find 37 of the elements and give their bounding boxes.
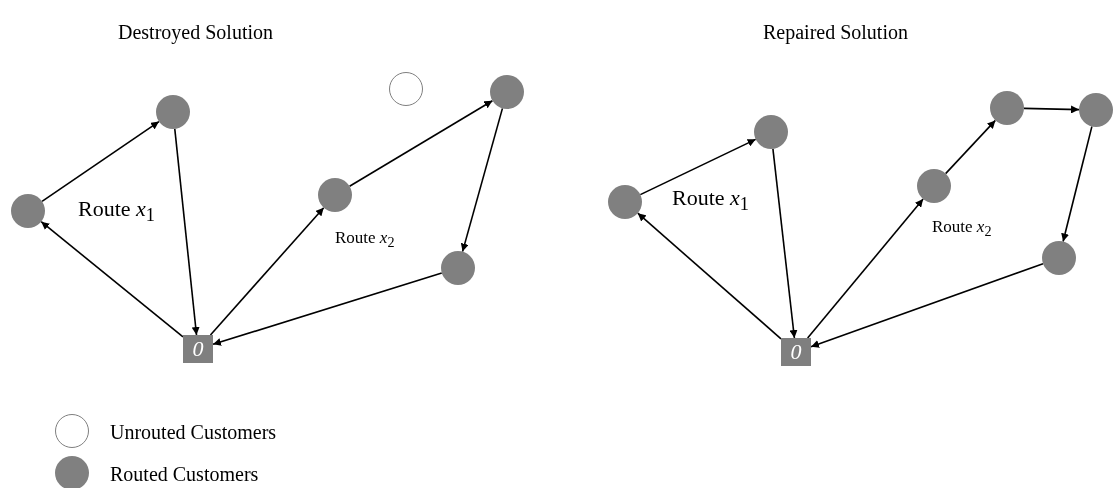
arrow bbox=[772, 148, 798, 339]
legend-label: Routed Customers bbox=[110, 464, 259, 484]
customer-circle bbox=[1079, 93, 1113, 127]
route-label: Route x$_{1}$ bbox=[78, 198, 155, 225]
route-label: Route x$_{1}$ bbox=[672, 187, 749, 214]
arrow bbox=[1061, 125, 1093, 243]
depot-box: 0 bbox=[183, 335, 213, 363]
customer-circle bbox=[917, 169, 951, 203]
arrow bbox=[639, 138, 757, 196]
customer-circle bbox=[490, 75, 524, 109]
customer-circle bbox=[441, 251, 475, 285]
solution-title: Repaired Solution bbox=[763, 22, 908, 42]
arrow bbox=[1023, 105, 1080, 114]
arrow bbox=[40, 220, 184, 338]
depot-box: 0 bbox=[781, 338, 811, 366]
legend-label: Unrouted Customers bbox=[110, 422, 277, 442]
customer-circle bbox=[754, 115, 788, 149]
route-label: Route x$_{2}$ bbox=[932, 218, 992, 239]
customer-circle bbox=[608, 185, 642, 219]
arrow bbox=[810, 262, 1044, 348]
arrow bbox=[41, 120, 160, 203]
customer-circle bbox=[318, 178, 352, 212]
arrow bbox=[174, 128, 200, 336]
arrow bbox=[460, 107, 504, 253]
unrouted-customer-circle bbox=[389, 72, 423, 106]
customer-circle bbox=[11, 194, 45, 228]
customer-circle bbox=[1042, 241, 1076, 275]
arrow bbox=[637, 212, 782, 340]
arrow bbox=[944, 119, 997, 175]
arrow bbox=[212, 272, 443, 346]
customer-circle bbox=[990, 91, 1024, 125]
route-label: Route x$_{2}$ bbox=[335, 229, 395, 250]
customer-circle bbox=[156, 95, 190, 129]
arrow bbox=[209, 206, 325, 336]
solution-title: Destroyed Solution bbox=[118, 22, 273, 42]
arrow bbox=[348, 99, 494, 188]
arrow bbox=[806, 198, 924, 339]
